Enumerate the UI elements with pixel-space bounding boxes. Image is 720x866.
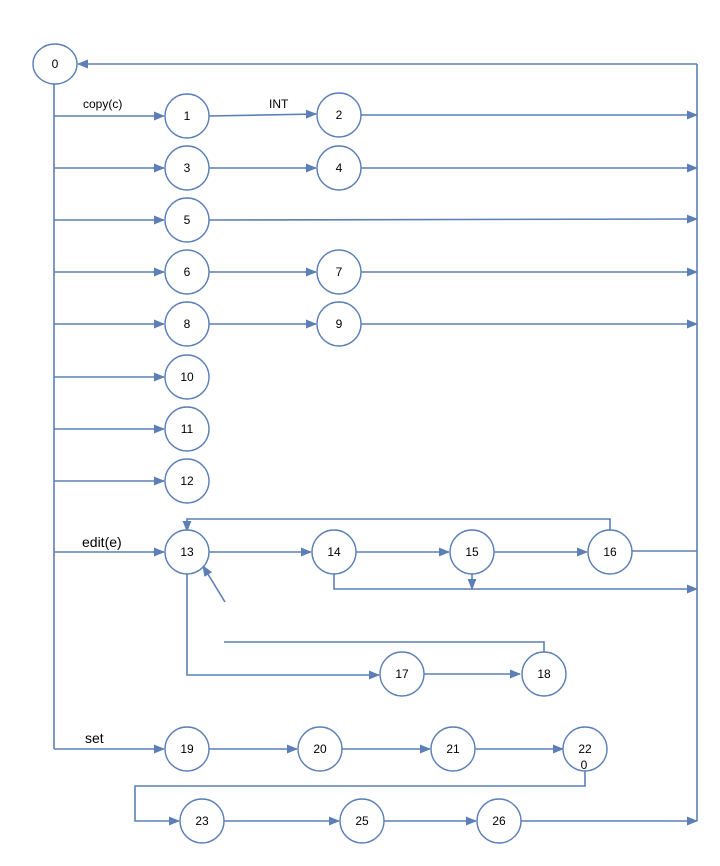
node-label: 3 <box>184 161 191 175</box>
node-label: 13 <box>180 545 194 559</box>
node-label: 25 <box>355 814 369 828</box>
node-label: 2 <box>336 108 343 122</box>
node-label: 12 <box>180 474 194 488</box>
node-label: 17 <box>395 667 409 681</box>
node-label: 21 <box>446 742 460 756</box>
node-14[interactable]: 14 <box>311 529 357 575</box>
node-label: 16 <box>603 545 617 559</box>
node-25[interactable]: 25 <box>339 798 385 844</box>
node-label: 6 <box>184 265 191 279</box>
node-label: 7 <box>336 265 343 279</box>
label-edit: edit(e) <box>82 534 122 550</box>
edge-22-23 <box>134 771 586 826</box>
node-17[interactable]: 17 <box>379 651 425 697</box>
edge-labels: copy(c) INT edit(e) set <box>82 97 289 746</box>
node-8[interactable]: 8 <box>164 301 210 347</box>
node-label: 1 <box>184 109 191 123</box>
node-6[interactable]: 6 <box>164 249 210 295</box>
node-label: 22 <box>578 742 592 756</box>
node-5[interactable]: 5 <box>164 197 210 243</box>
edge-16-13-loop <box>182 518 611 534</box>
node-3[interactable]: 3 <box>164 145 210 191</box>
node-label: 19 <box>180 742 194 756</box>
edge-13-17 <box>186 574 381 680</box>
label-zero-below-22: 0 <box>581 758 588 772</box>
node-label: 26 <box>492 814 506 828</box>
node-0[interactable]: 0 <box>32 43 78 85</box>
node-4[interactable]: 4 <box>316 145 362 191</box>
node-label: 23 <box>195 814 209 828</box>
node-label: 14 <box>327 545 341 559</box>
node-9[interactable]: 9 <box>316 301 362 347</box>
node-1[interactable]: 1 <box>164 93 210 139</box>
node-label: 8 <box>184 317 191 331</box>
node-20[interactable]: 20 <box>297 726 343 772</box>
node-22[interactable]: 22 <box>562 726 608 772</box>
label-int: INT <box>269 97 289 111</box>
node-label: 0 <box>52 57 59 71</box>
node-19[interactable]: 19 <box>164 726 210 772</box>
node-18[interactable]: 18 <box>521 651 567 697</box>
edge-14-return <box>333 574 699 594</box>
node-16[interactable]: 16 <box>587 529 633 575</box>
node-label: 9 <box>336 317 343 331</box>
label-copy: copy(c) <box>83 97 122 111</box>
node-label: 20 <box>313 742 327 756</box>
node-label: 5 <box>184 213 191 227</box>
edge-18-back <box>224 641 545 652</box>
node-15[interactable]: 15 <box>449 529 495 575</box>
label-set: set <box>85 730 104 746</box>
edge-1-2 <box>208 109 318 119</box>
node-label: 10 <box>180 370 194 384</box>
node-11[interactable]: 11 <box>164 406 210 452</box>
node-21[interactable]: 21 <box>430 726 476 772</box>
node-12[interactable]: 12 <box>164 458 210 504</box>
node-10[interactable]: 10 <box>164 354 210 400</box>
node-label: 18 <box>537 667 551 681</box>
edge-into-13 <box>202 565 226 603</box>
node-label: 15 <box>465 545 479 559</box>
edge-5-return <box>208 214 699 224</box>
nodes: 0 1 2 3 4 5 6 7 8 9 10 11 12 13 14 15 16… <box>32 43 633 844</box>
node-13[interactable]: 13 <box>164 529 210 575</box>
node-2[interactable]: 2 <box>316 92 362 138</box>
node-7[interactable]: 7 <box>316 249 362 295</box>
node-23[interactable]: 23 <box>179 798 225 844</box>
node-label: 11 <box>181 422 194 436</box>
node-26[interactable]: 26 <box>476 798 522 844</box>
edges <box>53 59 699 826</box>
node-label: 4 <box>336 161 343 175</box>
